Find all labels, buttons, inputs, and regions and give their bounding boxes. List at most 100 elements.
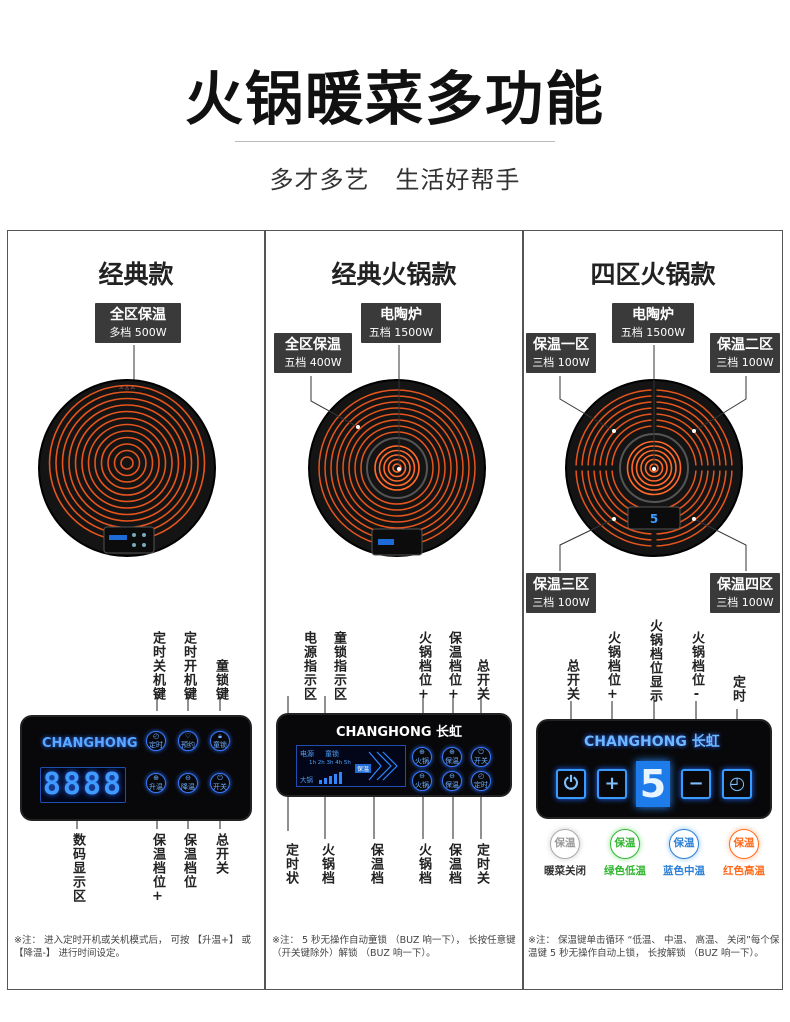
power-button[interactable]: ⏻开关 xyxy=(210,773,230,793)
heating-coil-ring xyxy=(348,419,446,517)
zone-label-spec: 多档 500W xyxy=(109,326,167,339)
child-lock-button[interactable]: 🔒︎童锁 xyxy=(210,731,230,751)
heating-coil-ring xyxy=(87,423,167,503)
key-label-hotpot-level-2: 火锅档 xyxy=(416,843,431,885)
minus-icon: ⊖ xyxy=(449,772,455,780)
key-label-warm-up: 保温档位+ xyxy=(150,833,165,905)
key-label-warm-level-2: 保温档 xyxy=(446,843,461,885)
minus-icon: − xyxy=(688,773,704,794)
zone-label-2: 保温二区 三档 100W xyxy=(710,333,780,373)
hotpot-up-button[interactable]: + xyxy=(597,769,627,799)
power-icon: ⏻ xyxy=(563,773,579,794)
hotpot-down-button[interactable]: − xyxy=(681,769,711,799)
heating-coil-ring xyxy=(68,404,186,522)
mode-high-label: 红色高温 xyxy=(723,865,765,877)
lock-icon: 🔒︎ xyxy=(218,732,222,740)
panel-drawing: 5 xyxy=(559,345,747,751)
zone-label-name: 保温四区 xyxy=(717,577,773,593)
display-power: 电源 xyxy=(300,750,314,758)
warm-up-button[interactable]: ⊕保温 xyxy=(442,747,462,767)
zone-label-spec: 三档 100W xyxy=(532,596,590,609)
zone-label-name: 保温一区 xyxy=(533,337,589,353)
svg-text:⚠ ◬ ⚠: ⚠ ◬ ⚠ xyxy=(119,385,136,391)
plus-icon: ⊕ xyxy=(419,748,425,756)
panel-drawing xyxy=(287,345,486,839)
minus-icon: ⊖ xyxy=(185,774,191,782)
mode-low-icon: 保温 xyxy=(610,829,640,859)
heart-icon: ♡ xyxy=(184,732,192,740)
zone-label-3: 保温三区 三档 100W xyxy=(526,573,596,613)
key-label-power-indicator: 电源指示区 xyxy=(301,631,316,701)
clock-icon: ◴ xyxy=(152,732,160,740)
status-display: 电源 童锁 1h 2h 3h 4h 5h 大锅 保温 xyxy=(296,745,406,787)
hotpot-up-button[interactable]: ⊕火锅 xyxy=(412,747,432,767)
heating-coil-ring xyxy=(374,445,420,491)
clock-icon: ◴ xyxy=(729,773,745,794)
heating-coil-ring xyxy=(360,431,434,505)
zone-label-name: 全区保温 xyxy=(110,307,166,323)
mode-high-icon: 保温 xyxy=(729,829,759,859)
brand-logo: CHANGHONG 长虹 xyxy=(336,725,463,740)
zone-label-name: 保温三区 xyxy=(533,577,589,593)
zone-label-spec: 五档 1500W xyxy=(368,326,434,339)
zone-label-spec: 五档 400W xyxy=(284,356,342,369)
brand-logo: CHANGHONG 长虹 xyxy=(584,734,720,750)
heating-coil-ring xyxy=(378,449,416,487)
zone-label: 全区保温 多档 500W xyxy=(95,303,181,343)
key-label-hotpot-up: 火锅档位+ xyxy=(605,631,620,703)
plus-icon: ⊕ xyxy=(153,774,159,782)
zone-label: 电陶炉 五档 1500W xyxy=(361,303,441,343)
control-panel: CHANGHONG 长虹 电源 童锁 1h 2h 3h 4h 5h 大锅 保温 … xyxy=(278,715,510,795)
warm-down-button[interactable]: ⊖保温 xyxy=(442,771,462,791)
panel-hotpot: 经典火锅款 全区保温 五档 400W 电陶炉 五档 1500W 电源指示区 童锁… xyxy=(265,230,523,990)
control-panel: CHANGHONG 8888 ◴定时 ♡预约 🔒︎童锁 ⊕升温 ⊖降温 ⏻开关 xyxy=(22,717,250,819)
temp-up-button[interactable]: ⊕升温 xyxy=(146,773,166,793)
key-label-hotpot-level: 火锅档 xyxy=(319,843,334,885)
heating-coil-ring xyxy=(342,413,452,523)
note-text: ※注： 5 秒无操作自动童锁 （BUZ 响一下）， 长按任意键（开关键除外）解锁… xyxy=(272,935,516,959)
display-bars xyxy=(319,751,398,784)
heating-coil-ring xyxy=(107,443,147,483)
key-label-main-switch: 总开关 xyxy=(564,659,579,701)
mode-mid-icon: 保温 xyxy=(669,829,699,859)
timer-button[interactable]: ◴ xyxy=(722,769,752,799)
plus-icon: + xyxy=(604,773,620,794)
mode-off-label: 暖菜关闭 xyxy=(544,865,586,877)
zone-label-name: 保温二区 xyxy=(717,337,773,353)
level-digit-display: 5 xyxy=(636,761,670,807)
minus-icon: ⊖ xyxy=(419,772,425,780)
panel-title: 经典款 xyxy=(98,260,174,289)
panel-classic: 经典款 全区保温 多档 500W ⚠ ◬ ⚠ 定时关机键 定时开机键 童锁键 C… xyxy=(7,230,265,990)
mode-mid-label: 蓝色中温 xyxy=(663,865,705,877)
clock-icon: ◴ xyxy=(477,772,485,780)
brand-logo: CHANGHONG xyxy=(42,736,138,751)
zone-label-center: 电陶炉 五档 1500W xyxy=(612,303,694,343)
panel-four-zone: 四区火锅款 电陶炉 五档 1500W 保温一区 三档 100W 保温二区 三档 … xyxy=(523,230,783,990)
key-label-main-switch: 总开关 xyxy=(474,659,489,701)
power-button[interactable]: ⏻ xyxy=(556,769,586,799)
reserve-button[interactable]: ♡预约 xyxy=(178,731,198,751)
zone-label-name: 电陶炉 xyxy=(380,307,422,323)
mini-control-panel xyxy=(103,526,155,554)
hotpot-down-button[interactable]: ⊖火锅 xyxy=(412,771,432,791)
display-hours: 1h 2h 3h 4h 5h xyxy=(309,760,351,766)
page-subtitle: 多才多艺 生活好帮手 xyxy=(269,166,521,194)
heating-coil-ring xyxy=(100,436,154,490)
zone-label: 全区保温 五档 400W xyxy=(274,333,352,373)
temp-down-button[interactable]: ⊖降温 xyxy=(178,773,198,793)
zone-label-spec: 三档 100W xyxy=(532,356,590,369)
key-label-timer-state: 定时状 xyxy=(283,843,298,885)
zone-label-1: 保温一区 三档 100W xyxy=(526,333,596,373)
timer-button[interactable]: ◴定时 xyxy=(471,771,491,791)
heating-coil-ring xyxy=(120,456,134,470)
heating-coil-ring xyxy=(113,449,141,477)
timer-off-button[interactable]: ◴定时 xyxy=(146,731,166,751)
heating-coil-ring xyxy=(336,407,458,529)
svg-text:5: 5 xyxy=(650,512,658,526)
heating-coil-ring xyxy=(383,454,411,482)
mode-low-label: 绿色低温 xyxy=(604,865,646,877)
key-label-main-switch: 总开关 xyxy=(213,833,228,875)
key-label-timer-on: 定时开机键 xyxy=(181,631,196,701)
power-button[interactable]: ⏻开关 xyxy=(471,747,491,767)
zone-label-spec: 三档 100W xyxy=(716,356,774,369)
